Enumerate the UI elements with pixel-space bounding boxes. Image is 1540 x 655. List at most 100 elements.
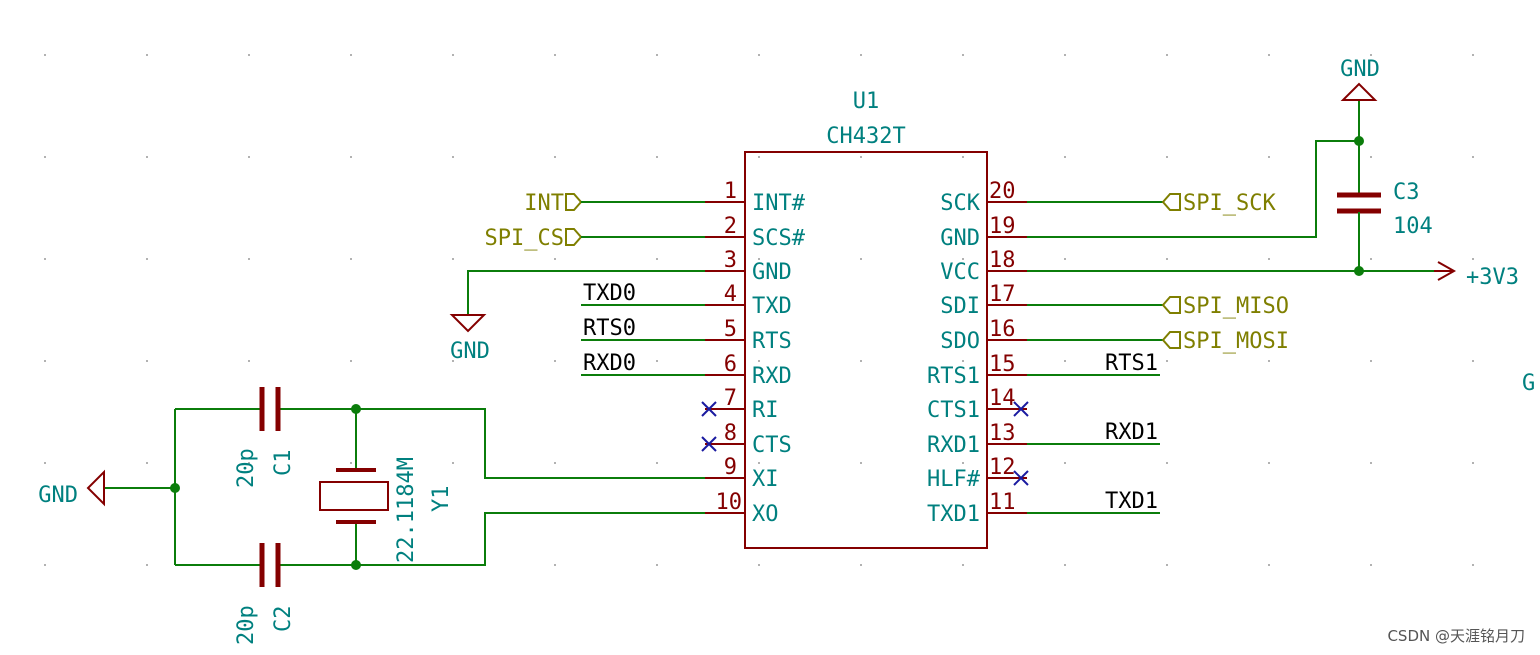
grid-dot <box>44 360 46 362</box>
grid-dot <box>554 156 556 158</box>
junction <box>1354 266 1364 276</box>
spi-sck-label[interactable]: SPI_SCK <box>1183 191 1276 216</box>
grid-dot <box>1472 564 1474 566</box>
junction <box>170 483 180 493</box>
gnd-label-top: GND <box>1340 57 1380 82</box>
grid-dot <box>1166 462 1168 464</box>
grid-dot <box>1166 156 1168 158</box>
u1-pin-num: 12 <box>989 455 1016 480</box>
c2-capacitor[interactable] <box>259 543 281 587</box>
y1-ref: Y1 <box>429 486 454 513</box>
u1-pin-name: XI <box>752 467 779 492</box>
u1-pin-name: GND <box>752 260 792 285</box>
u1-pin-name: RTS <box>752 329 792 354</box>
grid-dot <box>452 462 454 464</box>
int-label-flag <box>565 193 583 211</box>
u1-body[interactable] <box>744 151 988 549</box>
grid-dot <box>248 360 250 362</box>
grid-dot <box>860 462 862 464</box>
grid-dot <box>758 156 760 158</box>
gnd-symbol-top <box>1340 82 1378 101</box>
grid-dot <box>962 156 964 158</box>
u1-pin-name: VCC <box>940 260 980 285</box>
grid-dot <box>554 258 556 260</box>
grid-dot <box>860 54 862 56</box>
u1-pin-name: XO <box>752 502 779 527</box>
wire-xi <box>356 408 705 479</box>
no-connect-pin12 <box>1013 470 1029 486</box>
grid-dot <box>1370 564 1372 566</box>
grid-dot <box>350 258 352 260</box>
grid-dot <box>554 564 556 566</box>
wire-gnd-pin19 <box>1027 140 1359 238</box>
int-label[interactable]: INT <box>524 191 564 216</box>
grid-dot <box>44 258 46 260</box>
u1-pin-name: SCK <box>940 191 980 216</box>
grid-dot <box>1472 360 1474 362</box>
u1-pin-num: 15 <box>989 352 1016 377</box>
grid-dot <box>350 462 352 464</box>
grid-dot <box>146 258 148 260</box>
grid-dot <box>1472 54 1474 56</box>
u1-pin-num: 10 <box>716 490 743 515</box>
u1-pin-name: RI <box>752 398 779 423</box>
rts1-label[interactable]: RTS1 <box>1105 351 1158 376</box>
txd1-label[interactable]: TXD1 <box>1105 489 1158 514</box>
grid-dot <box>1370 156 1372 158</box>
u1-pin-num: 1 <box>724 179 737 204</box>
grid-dot <box>962 54 964 56</box>
grid-dot <box>860 360 862 362</box>
gnd-symbol-pin3 <box>449 314 487 333</box>
u1-value: CH432T <box>826 124 905 149</box>
y1-crystal[interactable] <box>319 468 389 524</box>
u1-pin-name: TXD1 <box>927 502 980 527</box>
grid-dot <box>248 462 250 464</box>
u1-pin-num: 6 <box>724 352 737 377</box>
v33-arrow <box>1437 261 1457 281</box>
u1-pin-num: 11 <box>989 490 1016 515</box>
grid-dot <box>1064 462 1066 464</box>
u1-ref: U1 <box>853 89 880 114</box>
grid-dot <box>1166 564 1168 566</box>
grid-dot <box>452 156 454 158</box>
txd0-label[interactable]: TXD0 <box>583 281 636 306</box>
grid-dot <box>554 54 556 56</box>
grid-dot <box>452 258 454 260</box>
spi-mosi-label[interactable]: SPI_MOSI <box>1183 329 1289 354</box>
spi-miso-label[interactable]: SPI_MISO <box>1183 294 1289 319</box>
c3-capacitor[interactable] <box>1337 192 1381 214</box>
watermark: CSDN @天涯铭月刀 <box>1387 627 1525 645</box>
u1-pin-name: INT# <box>752 191 806 216</box>
rxd1-label[interactable]: RXD1 <box>1105 420 1158 445</box>
spi-cs-label[interactable]: SPI_CS <box>485 226 564 251</box>
grid-dot <box>1064 564 1066 566</box>
grid-dot <box>146 462 148 464</box>
grid-dot <box>1166 258 1168 260</box>
grid-dot <box>1166 54 1168 56</box>
u1-pin-num: 8 <box>724 421 737 446</box>
u1-pin-name: GND <box>940 226 980 251</box>
v33-label: +3V3 <box>1466 265 1519 290</box>
grid-dot <box>1064 54 1066 56</box>
u1-pin-name: SCS# <box>752 226 806 251</box>
grid-dot <box>350 360 352 362</box>
grid-dot <box>1268 462 1270 464</box>
rxd0-label[interactable]: RXD0 <box>583 351 636 376</box>
u1-pin-num: 4 <box>724 282 737 307</box>
u1-pin-num: 5 <box>724 317 737 342</box>
c3-value: 104 <box>1393 214 1433 239</box>
u1-pin-num: 18 <box>989 248 1016 273</box>
c2-ref: C2 <box>271 606 296 633</box>
c1-capacitor[interactable] <box>259 387 281 431</box>
u1-pin-name: CTS1 <box>927 398 980 423</box>
no-connect-pin8 <box>701 436 717 452</box>
u1-pin-num: 3 <box>724 248 737 273</box>
u1-pin-name: TXD <box>752 294 792 319</box>
grid-dot <box>656 462 658 464</box>
u1-left-pins <box>705 201 745 514</box>
no-connect-pin14 <box>1013 401 1029 417</box>
grid-dot <box>1370 360 1372 362</box>
rts0-label[interactable]: RTS0 <box>583 316 636 341</box>
grid-dot <box>758 462 760 464</box>
c2-value: 20p <box>234 605 259 645</box>
